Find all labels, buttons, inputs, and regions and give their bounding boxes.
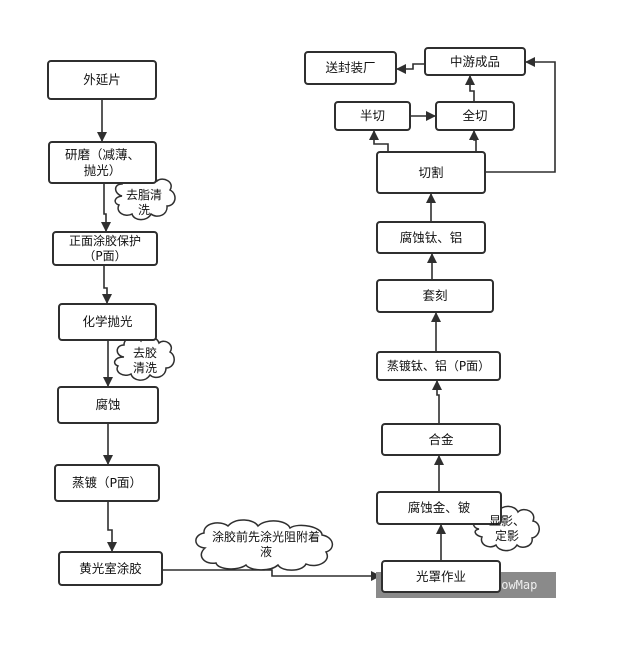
edge-zhengdu-huangguang [107,502,117,552]
edge-zhongyou-songfeng [396,63,424,74]
node-huaxue-label: 化学抛光 [82,314,133,329]
cloud-tujiao-shape [195,519,334,571]
node-quanqie[interactable]: 全切 [435,101,515,131]
node-zhengmian-label: 正面涂胶保护 （P面） [68,233,141,263]
node-songfeng-label: 送封装厂 [325,60,376,75]
node-fushi-ti-label: 腐蚀钛、铝 [399,229,463,245]
edge-huangguang-guangzhao [163,569,381,581]
note-qujiao-text: 去胶 清洗 [132,346,157,375]
edge-qiege-banqie [369,130,389,151]
node-hejin-label: 合金 [428,431,454,447]
node-banqie-label: 半切 [359,108,385,123]
edge-zhengmian-huaxue [102,266,112,304]
node-huangguang[interactable]: 黄光室涂胶 [58,551,163,586]
node-zhengdu-p-label: 蒸镀（P面） [71,475,143,490]
node-zhengmian[interactable]: 正面涂胶保护 （P面） [52,231,158,266]
note-xianying-text: 显影、 定影 [488,514,525,543]
edge-yanmo-zhengmian [101,184,111,232]
node-fushi-label: 腐蚀 [95,397,121,412]
note-quzhi-text: 去脂清 洗 [125,188,162,217]
node-zhengdu-p[interactable]: 蒸镀（P面） [54,464,160,502]
edge-qiege-quanqie [469,130,479,151]
node-zhengdu-ti[interactable]: 蒸镀钛、铝（P面） [376,351,501,381]
node-quanqie-label: 全切 [462,108,488,123]
note-quzhi: 去脂清 洗 [118,186,170,220]
node-fushi[interactable]: 腐蚀 [57,386,159,424]
note-tujiao: 涂胶前先涂光阻附着 液 [200,528,332,562]
node-hejin[interactable]: 合金 [381,423,501,456]
note-tujiao-text: 涂胶前先涂光阻附着 液 [211,530,320,559]
node-guangzhao[interactable]: 光罩作业 [381,560,501,593]
node-fushi-jin[interactable]: 腐蚀金、铍 [376,491,502,525]
node-yanmo[interactable]: 研磨（减薄、 抛光） [48,141,157,184]
node-qiege-label: 切割 [418,164,444,180]
node-zhongyou-label: 中游成品 [449,53,500,69]
node-fushi-ti[interactable]: 腐蚀钛、铝 [376,221,486,254]
node-taoke[interactable]: 套刻 [376,279,494,313]
node-zhengdu-ti-label: 蒸镀钛、铝（P面） [386,359,491,373]
edge-hejin-zhengdu [432,380,442,423]
node-qiege[interactable]: 切割 [376,151,486,194]
node-huangguang-label: 黄光室涂胶 [79,560,142,576]
node-banqie[interactable]: 半切 [334,101,411,131]
node-zhongyou[interactable]: 中游成品 [424,47,526,76]
node-yanmo-label: 研磨（减薄、 抛光） [64,146,140,178]
node-huaxue[interactable]: 化学抛光 [58,303,157,341]
node-waiyanpian-label: 外延片 [83,72,121,87]
edge-quanqie-zhongyou [465,75,475,101]
edge-qiege-zhongyou [485,57,556,173]
node-taoke-label: 套刻 [422,288,448,303]
note-xianying: 显影、 定影 [477,512,537,546]
node-guangzhao-label: 光罩作业 [415,568,466,584]
note-qujiao: 去胶 清洗 [118,344,172,378]
node-fushi-jin-label: 腐蚀金、铍 [407,500,471,515]
node-waiyanpian[interactable]: 外延片 [47,60,157,100]
node-songfeng[interactable]: 送封装厂 [304,51,397,85]
